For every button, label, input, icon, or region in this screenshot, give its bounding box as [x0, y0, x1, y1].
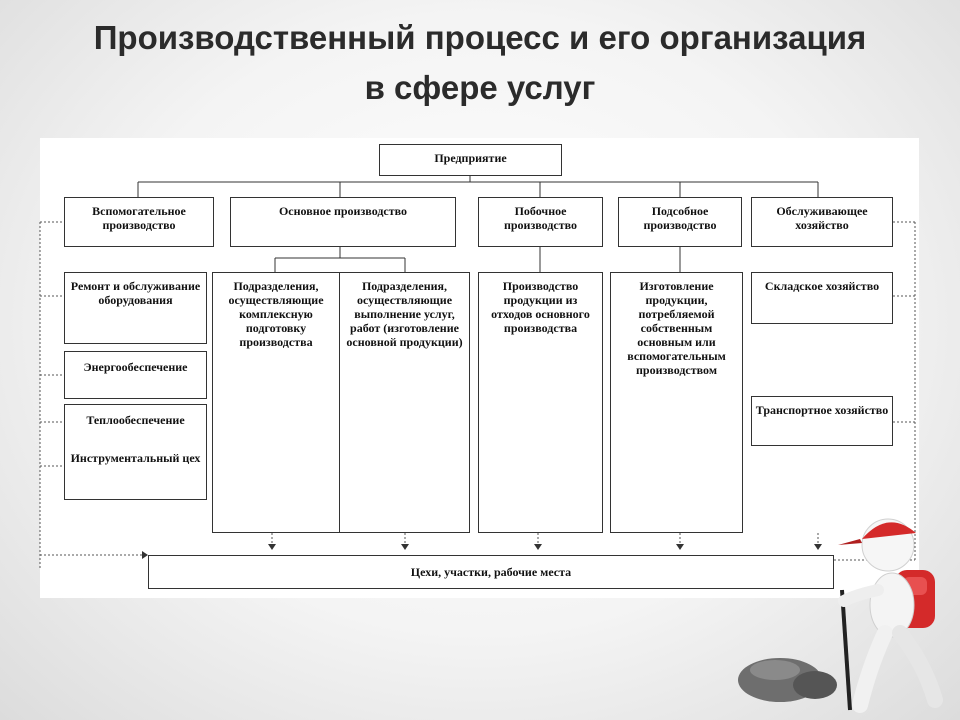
- workshops-label: Цехи, участки, рабочие места: [410, 565, 572, 579]
- auxiliary-production-label: Вспомогательное производство: [92, 204, 186, 232]
- heat-tool-box: Теплообеспечение Инструментальный цех: [64, 404, 207, 500]
- own-consumption-box: Изготовление продукции, потребляемой соб…: [610, 272, 743, 533]
- repair-maintenance-box: Ремонт и обслуживание оборудования: [64, 272, 207, 344]
- hiker-illustration: [738, 518, 943, 713]
- side-production-label: Побочное производство: [503, 204, 578, 232]
- service-economy-label: Обслуживающее хозяйство: [776, 204, 868, 232]
- transport-label: Транспортное хозяйство: [755, 403, 889, 417]
- transport-box: Транспортное хозяйство: [751, 396, 893, 446]
- page-title-line1: Производственный процесс и его организац…: [93, 19, 867, 56]
- side-production-box: Побочное производство: [478, 197, 603, 247]
- auxiliary-production-box: Вспомогательное производство: [64, 197, 214, 247]
- page-title-line2: в сфере услуг: [364, 69, 596, 106]
- production-preparation-box: Подразделения, осуществляющие комплексну…: [212, 272, 340, 533]
- main-production-label: Основное производство: [278, 204, 408, 218]
- enterprise-label: Предприятие: [434, 151, 507, 165]
- waste-products-box: Производство продукции из отходов основн…: [478, 272, 603, 533]
- repair-maintenance-label: Ремонт и обслуживание оборудования: [70, 279, 201, 307]
- workshops-box: Цехи, участки, рабочие места: [148, 555, 834, 589]
- enterprise-box: Предприятие: [379, 144, 562, 176]
- production-preparation-label: Подразделения, осуществляющие комплексну…: [228, 279, 324, 349]
- energy-supply-label: Энергообеспечение: [83, 360, 188, 374]
- service-execution-label: Подразделения, осуществляющие выполнение…: [346, 279, 463, 349]
- service-economy-box: Обслуживающее хозяйство: [751, 197, 893, 247]
- subsidiary-production-box: Подсобное производство: [618, 197, 742, 247]
- warehouse-box: Складское хозяйство: [751, 272, 893, 324]
- subsidiary-production-label: Подсобное производство: [643, 204, 717, 232]
- service-execution-box: Подразделения, осуществляющие выполнение…: [339, 272, 470, 533]
- main-production-box: Основное производство: [230, 197, 456, 247]
- energy-supply-box: Энергообеспечение: [64, 351, 207, 399]
- own-consumption-label: Изготовление продукции, потребляемой соб…: [627, 279, 726, 377]
- tool-shop-label: Инструментальный цех: [70, 451, 201, 465]
- waste-products-label: Производство продукции из отходов основн…: [491, 279, 590, 335]
- warehouse-label: Складское хозяйство: [764, 279, 880, 293]
- heat-supply-label: Теплообеспечение: [86, 413, 185, 427]
